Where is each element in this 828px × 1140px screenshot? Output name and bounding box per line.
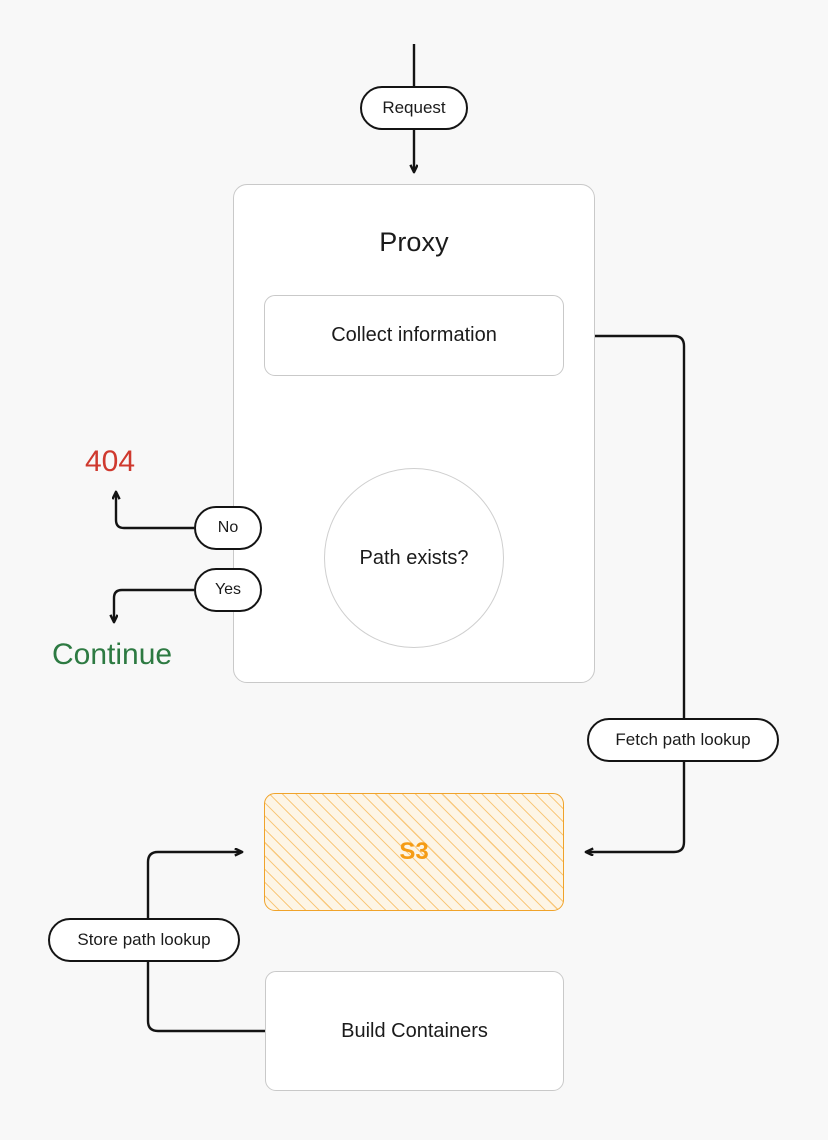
- node-branch-no[interactable]: No: [194, 506, 262, 550]
- node-collect-information[interactable]: Collect information: [264, 295, 564, 376]
- node-store-path-lookup-label: Store path lookup: [77, 930, 211, 949]
- node-request-label: Request: [382, 98, 446, 117]
- node-branch-no-label: No: [217, 519, 239, 536]
- node-branch-yes-label: Yes: [214, 581, 242, 598]
- node-store-path-lookup[interactable]: Store path lookup: [48, 918, 240, 962]
- label-continue-success-text: Continue: [52, 638, 173, 671]
- label-404-error-text: 404: [85, 445, 136, 478]
- node-s3-storage-label: S3: [399, 838, 429, 865]
- node-fetch-path-lookup[interactable]: Fetch path lookup: [587, 718, 779, 762]
- node-s3-storage[interactable]: S3: [264, 793, 564, 911]
- label-404-error: 404: [85, 445, 135, 479]
- node-collect-information-label: Collect information: [331, 324, 497, 346]
- node-build-containers[interactable]: Build Containers: [265, 971, 564, 1091]
- node-request[interactable]: Request: [360, 86, 468, 130]
- label-continue-success: Continue: [52, 638, 172, 672]
- node-path-exists-label: Path exists?: [359, 546, 469, 569]
- node-branch-yes[interactable]: Yes: [194, 568, 262, 612]
- node-fetch-path-lookup-label: Fetch path lookup: [615, 730, 751, 749]
- node-path-exists-decision[interactable]: Path exists?: [324, 468, 504, 648]
- group-proxy-title: Proxy: [379, 227, 449, 257]
- node-build-containers-label: Build Containers: [341, 1019, 488, 1042]
